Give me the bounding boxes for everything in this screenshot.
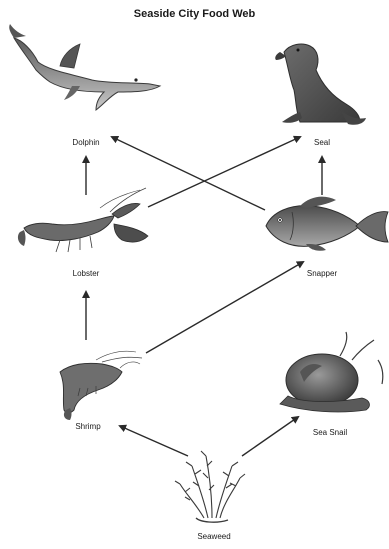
seal-illustration — [275, 44, 366, 125]
lobster-illustration — [18, 188, 148, 252]
shrimp-illustration — [60, 351, 142, 420]
snapper-illustration — [266, 197, 388, 251]
arrow-seaweed-to-sea-snail — [242, 417, 298, 456]
label-seaweed: Seaweed — [197, 532, 230, 541]
arrow-seaweed-to-shrimp — [120, 426, 188, 456]
dolphin-illustration — [9, 24, 160, 110]
arrows — [86, 137, 322, 456]
label-snapper: Snapper — [307, 269, 337, 278]
label-sea-snail: Sea Snail — [313, 428, 347, 437]
arrow-snapper-to-dolphin — [112, 137, 265, 210]
arrow-lobster-to-seal — [148, 137, 300, 207]
label-seal: Seal — [314, 138, 330, 147]
sea-snail-illustration — [280, 332, 383, 412]
label-dolphin: Dolphin — [72, 138, 99, 147]
label-shrimp: Shrimp — [75, 422, 100, 431]
label-lobster: Lobster — [73, 269, 100, 278]
seaweed-illustration — [175, 451, 245, 522]
arrow-shrimp-to-snapper — [146, 262, 303, 353]
